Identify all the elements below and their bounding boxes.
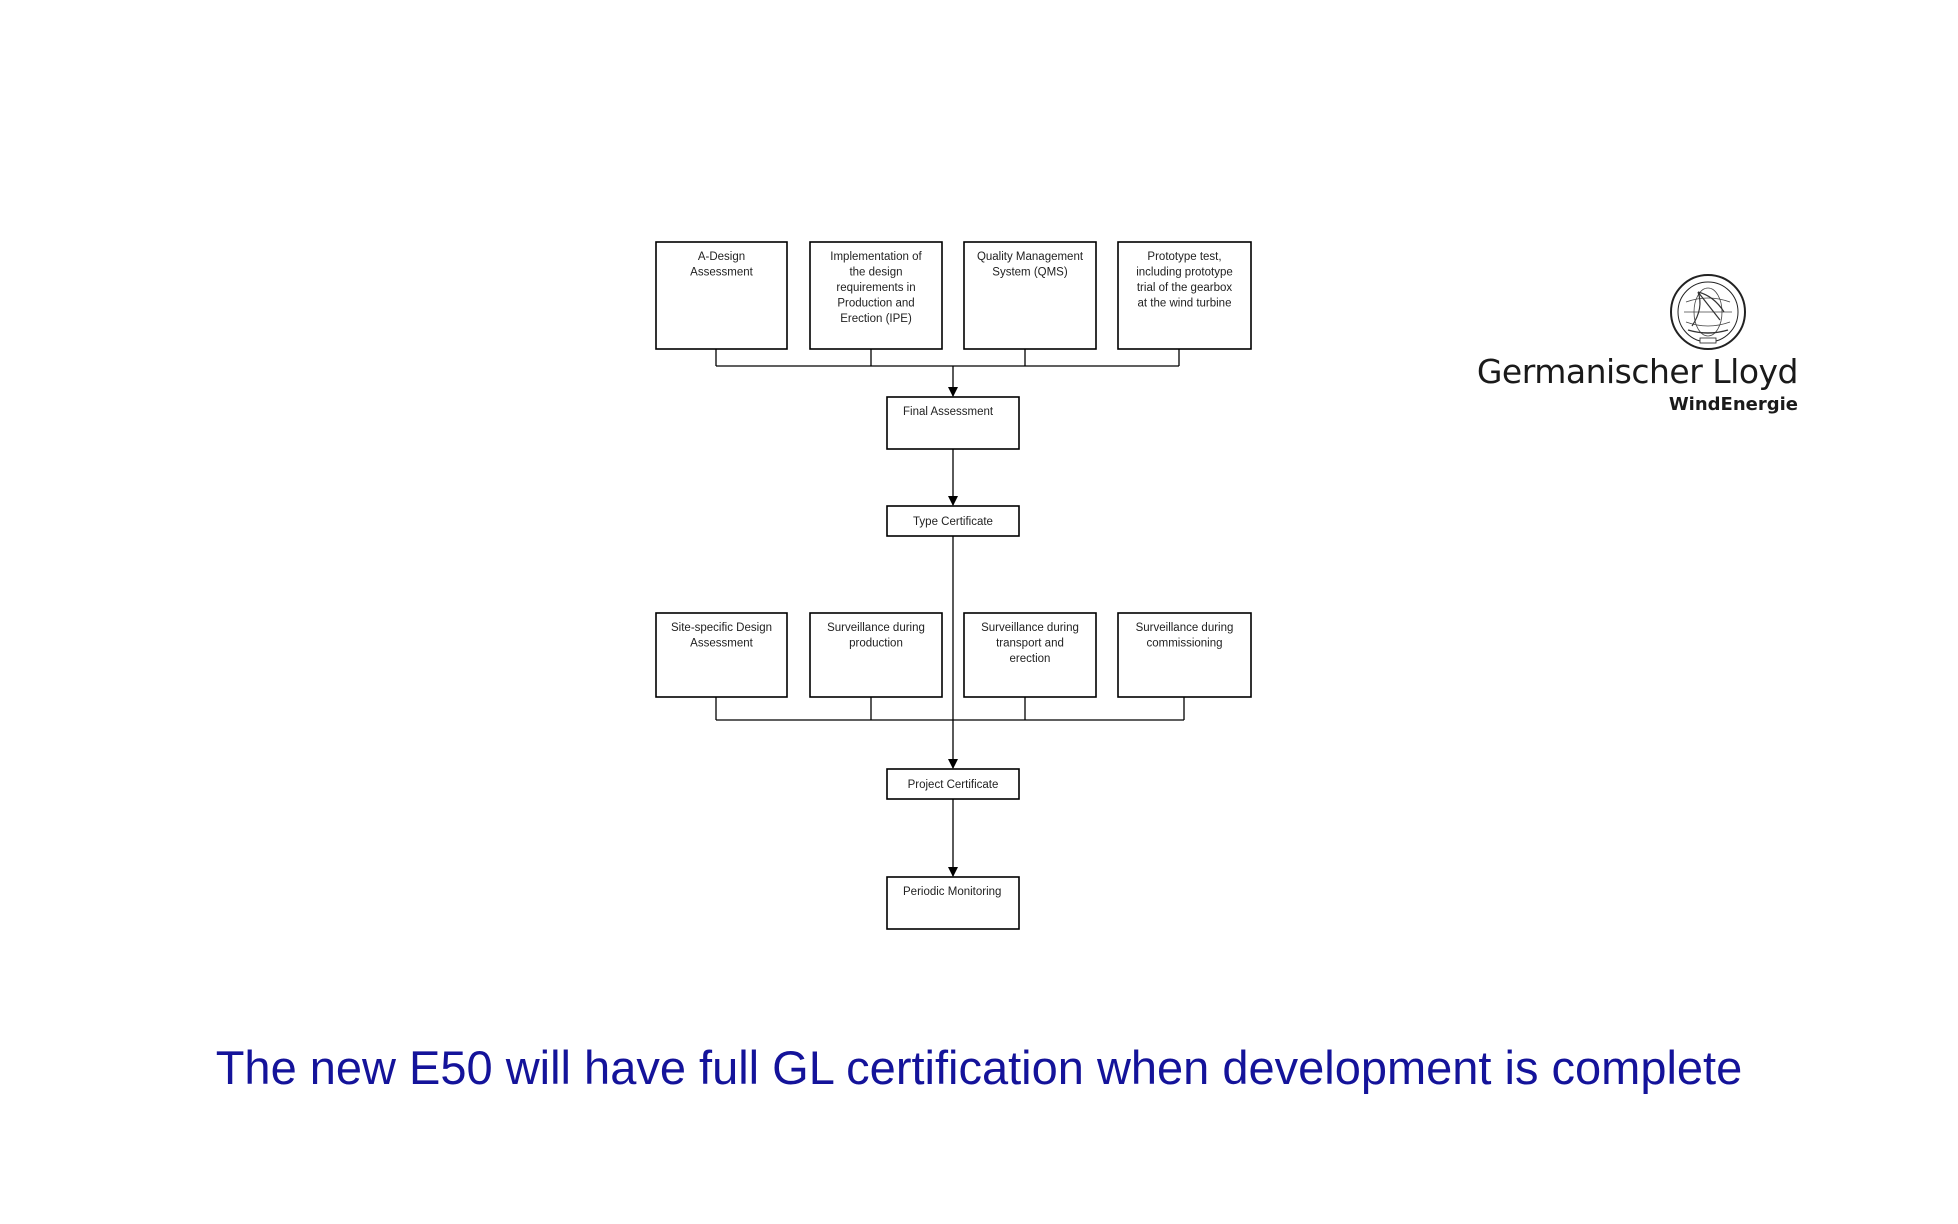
- box-project-cert: Project Certificate: [886, 768, 1020, 800]
- box-label: Assessment: [690, 267, 753, 279]
- box-frame: [886, 505, 1020, 537]
- box-label: Surveillance during: [1136, 622, 1234, 634]
- box-label: Erection (IPE): [840, 313, 912, 325]
- box-surv-production: Surveillance during production: [809, 612, 943, 698]
- box-label: transport and: [996, 638, 1064, 650]
- box-label: System (QMS): [992, 267, 1068, 279]
- box-label: including prototype: [1136, 267, 1233, 279]
- box-frame: [1117, 612, 1252, 698]
- box-label: Type Certificate: [913, 516, 993, 528]
- box-label: Site-specific Design: [671, 622, 772, 634]
- box-prototype: Prototype test, including prototype trial …: [1117, 241, 1252, 350]
- box-label: Quality Management: [977, 251, 1084, 263]
- box-label: at the wind turbine: [1138, 298, 1232, 310]
- box-frame: [655, 241, 788, 350]
- box-label: Prototype test,: [1147, 251, 1221, 263]
- box-ipe: Implementation of the design requirements …: [809, 241, 943, 350]
- box-label: Surveillance during: [827, 622, 925, 634]
- box-frame: [809, 241, 943, 350]
- box-frame: [1117, 241, 1252, 350]
- box-label: Surveillance during: [981, 622, 1079, 634]
- box-surv-transport: Surveillance during transport and erection: [963, 612, 1097, 698]
- box-type-cert: Type Certificate: [886, 505, 1020, 537]
- box-label: erection: [1010, 653, 1051, 665]
- box-label: trial of the gearbox: [1137, 282, 1233, 294]
- box-frame: [655, 612, 788, 698]
- box-label: the design: [849, 267, 902, 279]
- box-frame: [886, 876, 1020, 930]
- box-frame: [963, 241, 1097, 350]
- box-surv-commissioning: Surveillance during commissioning: [1117, 612, 1252, 698]
- connectors: [715, 349, 1185, 877]
- logo-subtitle: WindEnergie: [1668, 394, 1798, 415]
- box-label: Assessment: [690, 638, 753, 650]
- globe-seal-icon: [1670, 274, 1746, 350]
- box-periodic: Periodic Monitoring: [886, 876, 1020, 930]
- box-frame: [963, 612, 1097, 698]
- box-label: Implementation of: [830, 251, 922, 263]
- box-frame: [809, 612, 943, 698]
- box-label: commissioning: [1146, 638, 1222, 650]
- box-frame: [886, 768, 1020, 800]
- box-label: Final Assessment: [903, 406, 994, 418]
- box-label: A-Design: [698, 251, 745, 263]
- logo-name: Germanischer Lloyd: [1476, 352, 1799, 391]
- box-frame: [886, 396, 1020, 450]
- box-label: production: [849, 638, 903, 650]
- box-label: Production and: [837, 298, 914, 310]
- box-label: Periodic Monitoring: [903, 886, 1001, 898]
- box-label: requirements in: [836, 282, 915, 294]
- germanischer-lloyd-logo: Germanischer Lloyd WindEnergie: [1476, 266, 1820, 426]
- box-label: Project Certificate: [908, 779, 999, 791]
- box-final: Final Assessment: [886, 396, 1020, 450]
- caption: The new E50 will have full GL certificat…: [215, 1041, 1743, 1094]
